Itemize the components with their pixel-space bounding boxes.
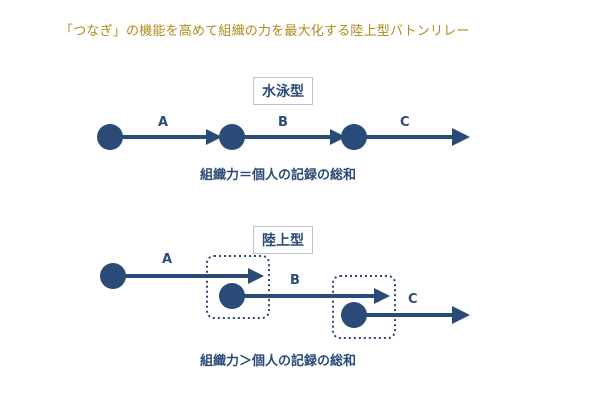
track-section-label: 陸上型	[253, 226, 313, 254]
track-row	[100, 255, 470, 339]
swimming-section-label: 水泳型	[253, 77, 313, 105]
track-caption: 組織力＞個人の記録の総和	[200, 354, 357, 369]
swimming-segment-b-arrowhead	[330, 129, 346, 145]
swimming-runner-a	[97, 124, 123, 150]
swimming-segment-c-label: C	[400, 115, 410, 130]
track-runner-c	[341, 302, 367, 328]
track-runner-a	[100, 263, 126, 289]
track-segment-c-arrowhead	[452, 306, 470, 324]
track-handoff-box-2	[332, 275, 396, 339]
track-handoff-box-1	[206, 255, 270, 319]
swimming-segment-a-arrowhead	[206, 129, 222, 145]
page-title: 「つなぎ」の機能を高めて組織の力を最大化する陸上型バトンリレー	[60, 24, 470, 39]
track-segment-a-arrowhead	[248, 268, 264, 284]
track-runner-b	[219, 283, 245, 309]
track-segment-c-label: C	[408, 292, 418, 307]
track-segment-a-label: A	[162, 252, 173, 267]
swimming-segment-c-arrowhead	[452, 128, 470, 146]
swimming-runner-b	[219, 124, 245, 150]
swimming-row	[97, 124, 470, 150]
swimming-runner-c	[341, 124, 367, 150]
swimming-segment-b-label: B	[278, 115, 288, 130]
swimming-segment-a-label: A	[158, 115, 169, 130]
track-segment-b-label: B	[290, 273, 300, 288]
swimming-caption: 組織力＝個人の記録の総和	[200, 168, 357, 183]
track-segment-b-arrowhead	[374, 288, 390, 304]
